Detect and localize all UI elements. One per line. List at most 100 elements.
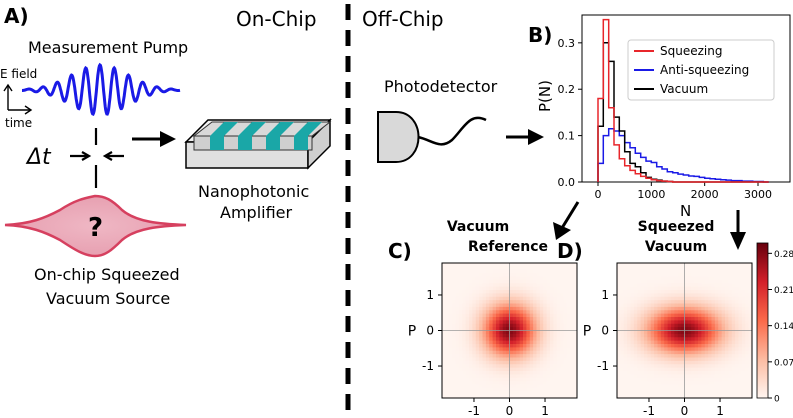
heatmap-cell	[475, 320, 480, 325]
heatmap-cell	[546, 327, 551, 331]
heatmap-cell	[533, 394, 537, 399]
heatmap-cell	[526, 364, 531, 369]
amplifier-label-line-2: Amplifier	[220, 203, 293, 222]
heatmap-cell	[442, 273, 446, 277]
heatmap-cell	[448, 344, 453, 348]
heatmap-cell	[550, 279, 554, 284]
heatmap-cell	[654, 300, 658, 304]
heatmap-cell	[704, 313, 709, 318]
heatmap-cell	[738, 387, 743, 392]
heatmap-cell	[472, 293, 477, 298]
heatmap-cell	[452, 279, 456, 284]
heatmap-cell	[654, 323, 658, 328]
heatmap-cell	[482, 337, 487, 342]
heatmap-cell	[657, 374, 662, 379]
heatmap-cell	[472, 286, 477, 291]
heatmap-cell	[671, 391, 675, 396]
heatmap-cell	[563, 384, 568, 389]
heatmap-cell	[458, 337, 463, 342]
heatmap-cell	[458, 300, 463, 304]
heatmap-cell	[684, 296, 689, 301]
heatmap-cell	[657, 384, 662, 389]
heatmap-cell	[519, 276, 524, 281]
heatmap-cell	[654, 357, 658, 362]
heatmap-cell	[509, 293, 514, 298]
heatmap-cell	[465, 320, 470, 325]
heatmap-cell	[627, 377, 631, 382]
heatmap-cell	[633, 381, 638, 385]
heatmap-cell	[462, 360, 467, 365]
heatmap-cell	[741, 296, 746, 301]
heatmap-cell	[452, 330, 456, 335]
heatmap-cell	[681, 276, 685, 281]
heatmap-cell	[637, 340, 642, 345]
heatmap-cell	[617, 360, 621, 365]
heatmap-cell	[523, 367, 527, 372]
heatmap-cell	[735, 313, 739, 318]
heatmap-cell	[681, 344, 685, 348]
heatmap-cell	[526, 286, 531, 291]
heatmap-cell	[691, 286, 696, 291]
heatmap-cell	[630, 320, 635, 325]
heatmap-cell	[560, 384, 564, 389]
heatmap-cell	[519, 333, 524, 338]
heatmap-cell	[482, 384, 487, 389]
heatmap-cell	[472, 374, 477, 379]
heatmap-cell	[654, 320, 658, 325]
heatmap-cell	[523, 364, 527, 369]
heatmap-cell	[526, 317, 531, 321]
heatmap-cell	[560, 327, 564, 331]
heatmap-cell	[745, 323, 750, 328]
heatmap-cell	[647, 323, 652, 328]
heatmap-cell	[448, 347, 453, 352]
heatmap-cell	[748, 317, 753, 321]
heatmap-cell	[556, 283, 561, 288]
heatmap-cell	[465, 387, 470, 392]
heatmap-cell	[657, 360, 662, 365]
heatmap-cell	[553, 391, 558, 396]
heatmap-cell	[519, 350, 524, 355]
heatmap-cell	[741, 394, 746, 399]
heatmap-cell	[617, 333, 621, 338]
heatmap-cell	[657, 283, 662, 288]
heatmap-cell	[570, 300, 575, 304]
heatmap-cell	[509, 374, 514, 379]
heatmap-cell	[462, 273, 467, 277]
heatmap-cell	[671, 276, 675, 281]
heatmap-cell	[745, 306, 750, 311]
heatmap-cell	[630, 317, 635, 321]
heatmap-cell	[701, 317, 706, 321]
heatmap-cell	[623, 296, 628, 301]
heatmap-cell	[455, 300, 460, 304]
heatmap-cell	[455, 381, 460, 385]
heatmap-cell	[566, 364, 571, 369]
heatmap-cell	[714, 350, 719, 355]
heatmap-cell	[681, 374, 685, 379]
heatmap-cell	[681, 347, 685, 352]
heatmap-cell	[442, 364, 446, 369]
heatmap-cell	[718, 296, 723, 301]
delta-t-label: Δt	[25, 145, 52, 170]
heatmap-cell	[718, 323, 723, 328]
heatmap-cell	[694, 371, 699, 375]
heatmap-cell	[684, 347, 689, 352]
heatmap-cell	[738, 360, 743, 365]
heatmap-cell	[738, 381, 743, 385]
heatmap-cell	[627, 354, 631, 358]
heatmap-cell	[519, 296, 524, 301]
heatmap-cell	[539, 350, 544, 355]
heatmap-cell	[570, 320, 575, 325]
heatmap-cell	[745, 330, 750, 335]
heatmap-cell	[543, 367, 548, 372]
heatmap-cell	[556, 296, 561, 301]
heatmap-cell	[748, 371, 753, 375]
heatmap-cell	[650, 269, 655, 274]
heatmap-cell	[694, 391, 699, 396]
heatmap-cell	[718, 350, 723, 355]
heatmap-cell	[684, 269, 689, 274]
heatmap-cell	[728, 300, 733, 304]
heatmap-cell	[496, 344, 500, 348]
heatmap-cell	[725, 327, 729, 331]
heatmap-cell	[536, 317, 541, 321]
heatmap-cell	[660, 273, 665, 277]
